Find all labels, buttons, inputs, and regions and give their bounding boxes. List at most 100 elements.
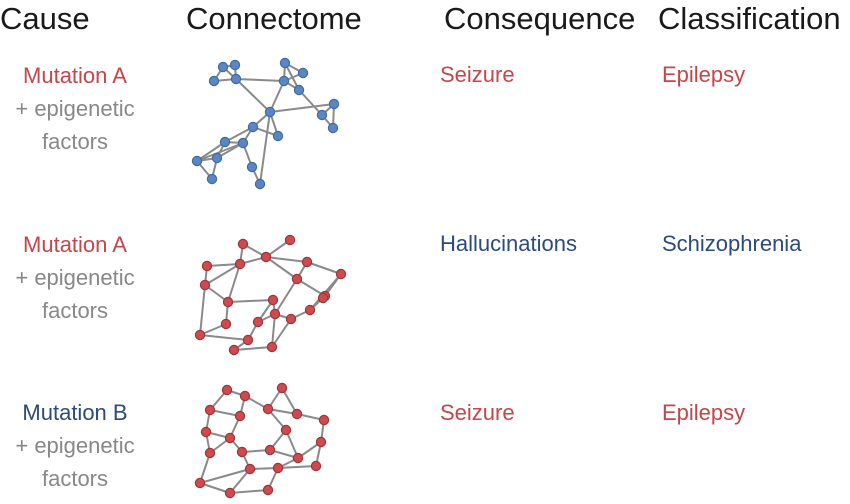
connectome-node [284,234,296,246]
connectome-node [262,484,274,496]
connectome-node [206,173,218,185]
connectome-edge [235,78,285,82]
connectome-node [327,122,339,134]
connectome-node [292,452,304,464]
connectome-edge [206,263,241,267]
connectome-edge [271,313,276,348]
cause-row-2: Mutation A + epigenetic factors [0,228,150,327]
consequence-row-2: Hallucinations [440,231,577,256]
connectome-node [230,73,242,85]
connectome-node [222,296,234,308]
connectome-node [269,308,281,320]
connectome-node [220,318,232,330]
consequence-row-1: Seizure [440,62,515,87]
connectome-node [317,292,329,304]
connectome-node [229,59,241,71]
connectome-node [204,404,216,416]
cause-row-3: Mutation B + epigenetic factors [0,396,150,495]
connectome-node [252,316,264,328]
connectome-edge [199,482,231,494]
header-connectome: Connectome [186,1,362,36]
connectome-edge [259,111,271,185]
connectome-edge [204,263,241,286]
connectome-node [276,382,288,394]
connectome-edge [235,78,271,113]
connectome-node [247,121,259,133]
connectome-node [234,258,246,270]
classification-row-3: Epilepsy [662,400,746,425]
header-cause: Cause [0,1,90,36]
connectome-edge [306,261,342,275]
connectome-node [246,161,258,173]
connectome-node [272,130,284,142]
connectome-node [194,477,206,489]
connectome-edge [224,126,254,143]
connectome-node [242,334,254,346]
connectome-edge [233,346,273,351]
connectome-edge [271,318,292,348]
connectome-node [304,304,316,316]
connectome-node [254,178,266,190]
connectome-node [201,260,213,272]
connectome-node [335,268,347,280]
connectome-node [316,109,328,121]
connectome-node [237,137,249,149]
connectome-node [264,444,276,456]
connectome-node [266,341,278,353]
connectome-edge [227,299,274,303]
mutation-label: Mutation A [23,63,127,88]
connectome-node [297,67,309,79]
mutation-label: Mutation B [22,400,128,425]
cause-row-1: Mutation A + epigenetic factors [0,59,150,158]
connectome-node [279,57,291,69]
connectome-node [191,155,203,167]
connectome-node [219,136,231,148]
epigenetic-label: + epigenetic [15,96,135,121]
header-consequence: Consequence [444,1,636,36]
connectome-edge [265,256,308,263]
connectome-node [264,106,276,118]
factors-label: factors [41,466,109,491]
connectome-node [208,75,220,87]
connectome-edge [199,334,249,341]
connectome-node [204,447,216,459]
connectome-node [260,251,272,263]
connectome-node [224,487,236,499]
classification-row-2: Schizophrenia [662,231,802,256]
connectome-edge [296,278,326,297]
connectome-node [301,256,313,268]
connectome-network-3 [194,382,330,499]
connectome-edge [199,468,251,484]
connectome-node [194,329,206,341]
connectome-node [221,384,233,396]
factors-label: factors [41,129,109,154]
connectome-node [267,294,279,306]
connectome-node [224,432,236,444]
connectome-edge [274,278,298,315]
classification-row-1: Epilepsy [662,62,746,87]
connectome-edge [196,141,226,162]
connectome-node [236,446,248,458]
connectome-node [211,152,223,164]
connectome-edge [269,80,285,113]
connectome-node [315,436,327,448]
connectome-node [237,238,249,250]
connectome-node [239,390,251,402]
connectome-node [278,75,290,87]
connectome-network-2 [194,234,347,356]
connectome-edge [229,489,269,494]
connectome-node [272,462,284,474]
connectome-node [199,279,211,291]
consequence-row-3: Seizure [440,400,515,425]
connectome-node [262,403,274,415]
connectome-edge [265,256,298,280]
connectome-edge [199,284,206,336]
connectome-node [285,313,297,325]
connectome-node [217,61,229,73]
header-classification: Classification [658,1,841,36]
mutation-label: Mutation A [23,232,127,257]
connectome-edge [227,263,241,303]
connectome-node [228,344,240,356]
connectome-node [328,98,340,110]
epigenetic-label: + epigenetic [15,265,135,290]
